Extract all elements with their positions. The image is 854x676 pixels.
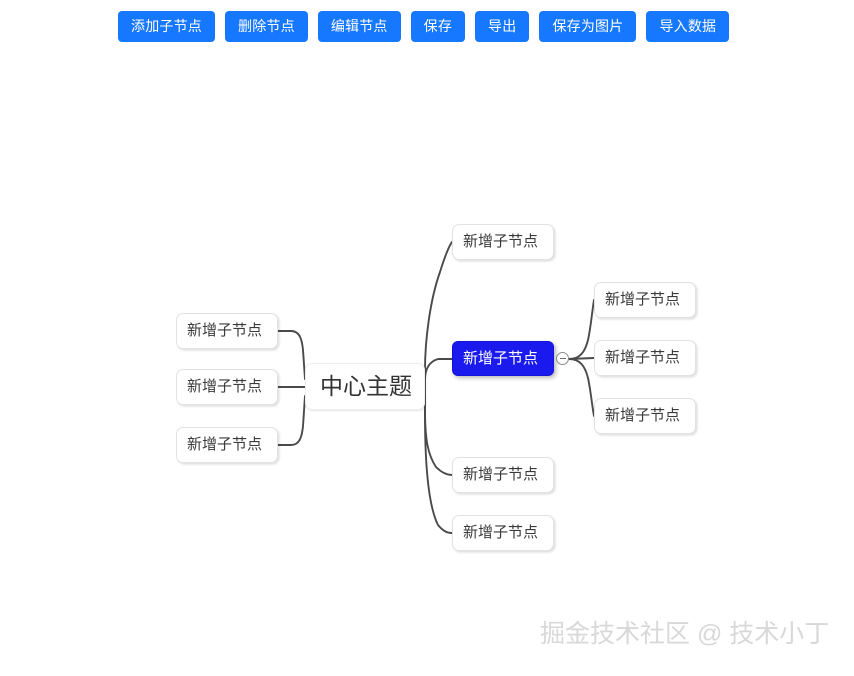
left-child-node-2[interactable]: 新增子节点 bbox=[176, 369, 278, 405]
node-label: 新增子节点 bbox=[605, 291, 681, 308]
toolbar: 添加子节点 删除节点 编辑节点 保存 导出 保存为图片 导入数据 bbox=[118, 11, 730, 42]
save-as-image-button[interactable]: 保存为图片 bbox=[539, 11, 637, 42]
right-child-node-1[interactable]: 新增子节点 bbox=[452, 224, 554, 260]
delete-node-button[interactable]: 删除节点 bbox=[225, 11, 308, 42]
add-child-node-button[interactable]: 添加子节点 bbox=[118, 11, 215, 42]
right-child-node-3[interactable]: 新增子节点 bbox=[452, 457, 554, 493]
node-label: 新增子节点 bbox=[463, 233, 539, 250]
root-node[interactable]: 中心主题 bbox=[305, 363, 425, 410]
node-label: 新增子节点 bbox=[463, 466, 539, 483]
left-child-node-3[interactable]: 新增子节点 bbox=[176, 427, 278, 463]
watermark: 掘金技术社区 @ 技术小丁 bbox=[540, 620, 830, 648]
right-child-node-selected[interactable]: 新增子节点 bbox=[452, 341, 554, 376]
node-label: 新增子节点 bbox=[605, 349, 681, 366]
export-button[interactable]: 导出 bbox=[475, 11, 530, 42]
node-label: 新增子节点 bbox=[187, 436, 263, 453]
left-child-node-1[interactable]: 新增子节点 bbox=[176, 313, 278, 349]
right-child-node-4[interactable]: 新增子节点 bbox=[452, 515, 554, 551]
edit-node-button[interactable]: 编辑节点 bbox=[317, 11, 401, 42]
node-label: 新增子节点 bbox=[605, 407, 681, 424]
import-data-button[interactable]: 导入数据 bbox=[646, 11, 730, 42]
node-label: 新增子节点 bbox=[463, 350, 539, 367]
grandchild-node-3[interactable]: 新增子节点 bbox=[594, 398, 696, 434]
collapse-toggle[interactable] bbox=[556, 352, 569, 365]
save-button[interactable]: 保存 bbox=[410, 11, 466, 42]
node-label: 新增子节点 bbox=[463, 524, 539, 541]
minus-icon bbox=[559, 358, 566, 359]
node-label: 新增子节点 bbox=[187, 322, 263, 339]
grandchild-node-1[interactable]: 新增子节点 bbox=[594, 282, 696, 318]
node-label: 新增子节点 bbox=[187, 378, 263, 395]
root-node-label: 中心主题 bbox=[320, 373, 412, 399]
grandchild-node-2[interactable]: 新增子节点 bbox=[594, 340, 696, 376]
